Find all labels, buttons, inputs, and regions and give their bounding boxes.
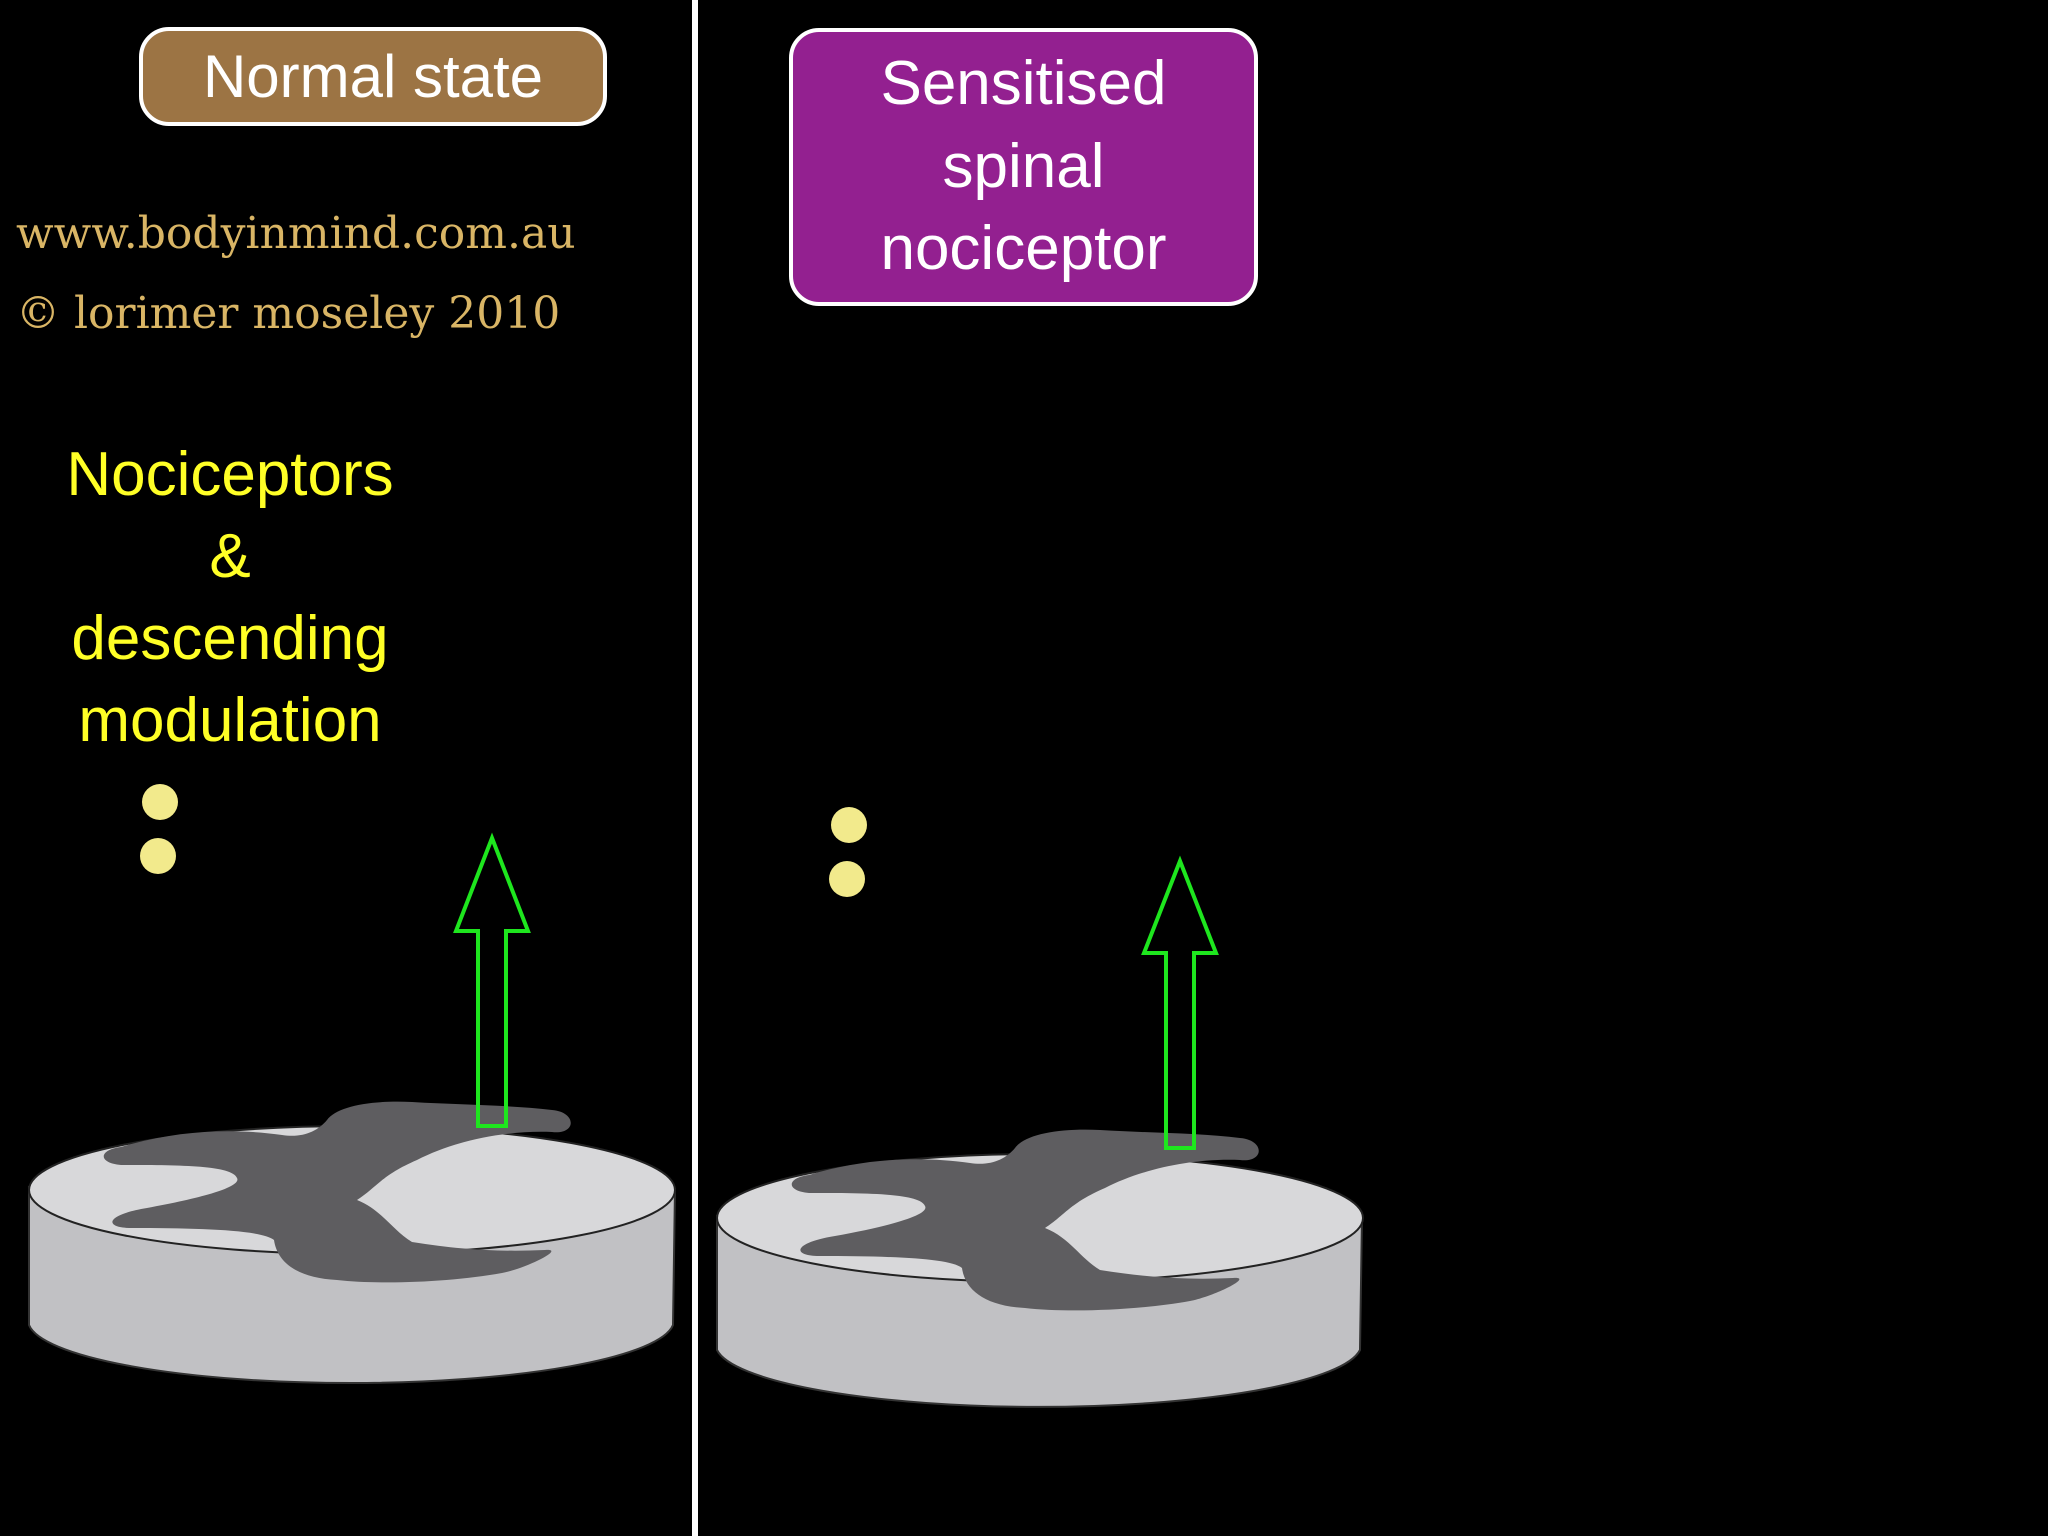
sensitised-label: Sensitised spinal nociceptor: [789, 28, 1258, 306]
normal-state-title: Normal state: [202, 43, 544, 110]
up-arrow-outline-icon: [453, 832, 531, 1128]
spinal-cord-section-icon: [27, 1101, 676, 1385]
nociceptor-dot-icon: [829, 861, 865, 897]
nociceptor-dot-icon: [831, 807, 867, 843]
sensitised-title-line-1: Sensitised: [880, 49, 1167, 119]
nociceptor-dot-icon: [140, 838, 176, 874]
normal-state-label: Normal state: [139, 27, 607, 126]
copyright-credit: © lorimer moseley 2010: [16, 288, 561, 339]
legend-line-2: &: [209, 522, 251, 591]
legend-line-1: Nociceptors: [66, 440, 394, 509]
legend-line-3: descending: [71, 604, 389, 673]
sensitised-title-line-2: spinal: [942, 131, 1105, 201]
website-credit: www.bodyinmind.com.au: [16, 208, 576, 259]
up-arrow-outline-icon: [1141, 855, 1219, 1150]
spinal-cord-section-icon: [716, 1129, 1364, 1408]
legend-line-4: modulation: [78, 686, 382, 755]
legend-text: Nociceptors & descending modulation: [20, 434, 440, 762]
nociceptor-dot-icon: [142, 784, 178, 820]
sensitised-title-line-3: nociceptor: [880, 214, 1167, 284]
